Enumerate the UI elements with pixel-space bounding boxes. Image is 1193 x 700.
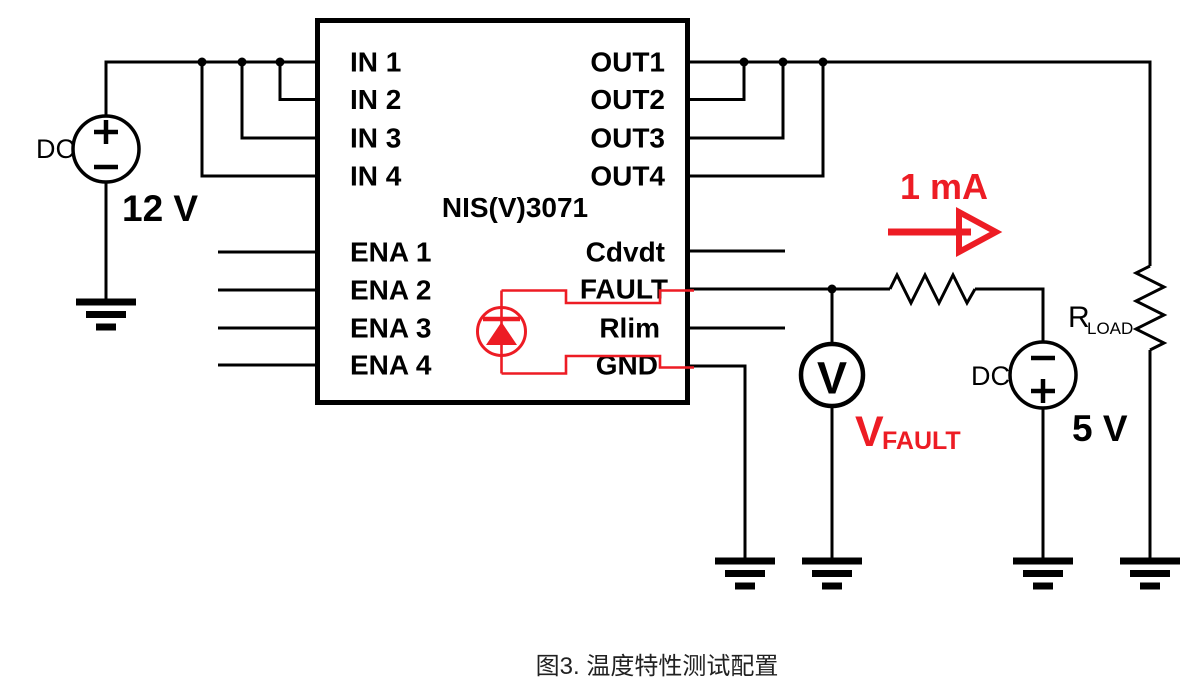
current-label: 1 mA bbox=[900, 166, 988, 207]
wire-in2 bbox=[278, 62, 317, 101]
dc-source-12v: DC 12 V bbox=[36, 114, 198, 229]
wire-vin-rail bbox=[104, 60, 317, 116]
current-arrow-icon bbox=[888, 206, 1003, 258]
ground-symbol-voltmeter bbox=[802, 557, 862, 590]
vfault-label: V bbox=[855, 408, 884, 456]
dc-source-12v-value: 12 V bbox=[122, 188, 198, 229]
wire-out3 bbox=[688, 62, 785, 140]
dc-source-5v: DC 5 V bbox=[971, 340, 1128, 449]
ground-symbol-12v bbox=[76, 298, 136, 331]
junction-dot bbox=[739, 57, 749, 67]
series-resistor bbox=[888, 271, 977, 307]
junction-dots bbox=[197, 57, 837, 294]
wire-fault-to-5v bbox=[975, 287, 1045, 342]
wire-out2 bbox=[688, 62, 746, 101]
wire-out4 bbox=[688, 62, 825, 178]
plus-symbol bbox=[94, 120, 118, 144]
ic-name: NIS(V)3071 bbox=[442, 192, 588, 223]
voltmeter-circle bbox=[798, 341, 866, 409]
wire-in4 bbox=[200, 62, 317, 178]
dc-source-5v-label: DC bbox=[971, 361, 1010, 391]
diode-triangle bbox=[486, 322, 517, 345]
wiring bbox=[104, 60, 1168, 561]
pin-ena1: ENA 1 bbox=[350, 237, 431, 268]
wire-in3 bbox=[240, 62, 317, 140]
pin-in4: IN 4 bbox=[350, 161, 402, 192]
junction-dot bbox=[818, 57, 828, 67]
pin-out1: OUT1 bbox=[590, 47, 665, 78]
ground-symbol-load bbox=[1120, 557, 1180, 590]
pin-out3: OUT3 bbox=[590, 123, 665, 154]
voltmeter: V V FAULT bbox=[798, 341, 961, 456]
pin-in1: IN 1 bbox=[350, 47, 401, 78]
red-wire-to-fault bbox=[501, 289, 694, 305]
junction-dot bbox=[237, 57, 247, 67]
pin-ena2: ENA 2 bbox=[350, 275, 431, 306]
load-label: R LOAD bbox=[1068, 301, 1133, 338]
vfault-subscript: FAULT bbox=[882, 427, 961, 455]
voltmeter-glyph: V bbox=[817, 353, 847, 404]
pin-out2: OUT2 bbox=[590, 84, 665, 115]
rload-label: R bbox=[1068, 301, 1090, 334]
rload-subscript: LOAD bbox=[1087, 319, 1133, 338]
pin-cdvdt: Cdvdt bbox=[586, 237, 665, 268]
red-wire-to-gnd bbox=[501, 354, 694, 375]
diode-circle bbox=[476, 306, 527, 357]
ground-symbol-gnd-pin bbox=[715, 557, 775, 590]
pin-in2: IN 2 bbox=[350, 84, 401, 115]
junction-dot bbox=[827, 284, 837, 294]
pin-in3: IN 3 bbox=[350, 123, 401, 154]
pin-ena4: ENA 4 bbox=[350, 350, 432, 381]
junction-dot bbox=[778, 57, 788, 67]
pin-gnd: GND bbox=[596, 350, 658, 381]
dc-source-12v-label: DC bbox=[36, 134, 75, 164]
figure-caption: 图3. 温度特性测试配置 bbox=[536, 653, 779, 680]
pin-ena3: ENA 3 bbox=[350, 313, 431, 344]
wire-gnd-pin bbox=[688, 364, 747, 561]
pin-rlim: Rlim bbox=[599, 313, 660, 344]
wire-out-rail bbox=[688, 60, 1152, 266]
junction-dot bbox=[197, 57, 207, 67]
dc-source-5v-circle bbox=[1008, 340, 1078, 410]
dc-source-12v-circle bbox=[71, 114, 141, 184]
junction-dot bbox=[275, 57, 285, 67]
internal-fault-diode bbox=[476, 289, 694, 375]
load-resistor bbox=[1132, 264, 1168, 352]
pin-fault: FAULT bbox=[580, 274, 668, 305]
pin-out4: OUT4 bbox=[590, 161, 665, 192]
ground-symbol-5v bbox=[1013, 557, 1073, 590]
dc-source-5v-value: 5 V bbox=[1072, 408, 1128, 449]
current-annotation: 1 mA bbox=[888, 166, 1003, 258]
plus-symbol bbox=[1031, 379, 1055, 403]
